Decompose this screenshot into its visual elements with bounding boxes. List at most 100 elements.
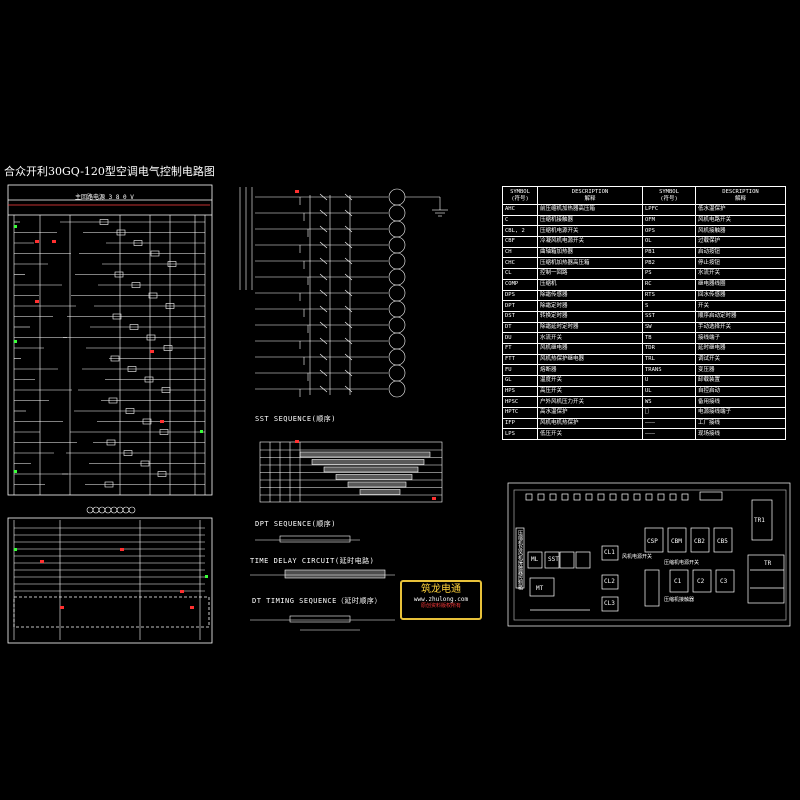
legend-symbol: AHC xyxy=(502,204,538,216)
zhulong-watermark: 筑龙电通 www.zhulong.com 原创资料版权所有 xyxy=(400,580,482,620)
legend-description-2: 备用接线 xyxy=(695,396,786,409)
legend-description: 户外风机压力开关 xyxy=(537,396,643,409)
legend-symbol-2: ⎕ xyxy=(642,407,696,419)
legend-description: 风机电机热保护 xyxy=(537,417,643,430)
legend-symbol-2: PB1 xyxy=(642,246,696,259)
legend-description-2: 自控启动 xyxy=(695,385,786,398)
dpt-sequence-title: DPT SEQUENCE(顺序) xyxy=(255,520,337,528)
legend-symbol: HPTC xyxy=(502,407,538,419)
symbol-header: SYMBOL(符号) xyxy=(502,186,538,205)
panel-box-cl1: CL1 xyxy=(604,549,615,556)
legend-description-2: 工厂接线 xyxy=(695,417,786,430)
watermark-sub: 原创资料版权所有 xyxy=(420,603,461,609)
legend-description-2: 现场接线 xyxy=(695,428,786,441)
legend-symbol-2: RTS xyxy=(642,289,696,302)
legend-symbol-2: TB xyxy=(642,332,696,344)
legend-description: 压缩机 xyxy=(537,278,643,291)
legend-description-2: 电源接线端子 xyxy=(695,407,786,419)
legend-description: 曲轴箱加热器 xyxy=(537,246,643,259)
legend-symbol-2: TRL xyxy=(642,353,696,366)
legend-symbol: DPS xyxy=(502,289,538,302)
time-delay-title: TIME DELAY CIRCUIT(延时电路) xyxy=(250,557,375,565)
legend-symbol-2: PB2 xyxy=(642,257,696,270)
legend-symbol-2: TRANS xyxy=(642,364,696,376)
legend-description-2: 风机电路开关 xyxy=(695,214,786,227)
legend-symbol-2: TDR xyxy=(642,342,696,355)
legend-description: 风机热保护继电器 xyxy=(537,353,643,366)
legend-symbol: DU xyxy=(502,332,538,344)
legend-description: 低压开关 xyxy=(537,428,643,441)
legend-symbol-2: PS xyxy=(642,268,696,280)
panel-box-c1: C1 xyxy=(674,578,682,585)
compressor-switch-label: 压缩机电源开关 xyxy=(664,560,700,566)
legend-description-2: 延时继电器 xyxy=(695,342,786,355)
legend-symbol: IFP xyxy=(502,417,538,430)
legend-description-2: 水流开关 xyxy=(695,268,786,280)
panel-box-c2: C2 xyxy=(697,578,705,585)
panel-box-tr: TR xyxy=(764,560,772,567)
legend-symbol: GL xyxy=(502,375,538,387)
legend-symbol: HPSC xyxy=(502,396,538,409)
legend-description-2: 回水传感器 xyxy=(695,289,786,302)
legend-symbol-2: UL xyxy=(642,385,696,398)
legend-description-2: 接线端子 xyxy=(695,332,786,344)
legend-description-2: 调试开关 xyxy=(695,353,786,366)
drawing-title: 合众开利30GQ-120型空调电气控制电路图 xyxy=(4,165,215,178)
fan-switch-label: 风机电源开关 xyxy=(622,554,653,560)
legend-symbol-2: SW xyxy=(642,321,696,334)
legend-description-2: 过载保护 xyxy=(695,236,786,248)
legend-symbol-2: ——— xyxy=(642,417,696,430)
panel-box-sst: SST xyxy=(548,556,559,563)
legend-description: 压缩机加热器高压箱 xyxy=(537,257,643,270)
panel-box-cbm: CBM xyxy=(671,538,682,545)
watermark-url: www.zhulong.com xyxy=(413,596,469,603)
legend-description: 温度开关 xyxy=(537,375,643,387)
legend-symbol-2: RC xyxy=(642,278,696,291)
legend-description-2: 继电器线圈 xyxy=(695,278,786,291)
legend-description: 除霜延时定时器 xyxy=(537,321,643,334)
legend-symbol-2: S xyxy=(642,300,696,312)
legend-symbol: FT xyxy=(502,342,538,355)
legend-symbol: CHC xyxy=(502,257,538,270)
legend-description-2: 开关 xyxy=(695,300,786,312)
legend-description: 除霜传感器 xyxy=(537,289,643,302)
panel-box-cb5: CB5 xyxy=(717,538,728,545)
legend-symbol: FTT xyxy=(502,353,538,366)
legend-symbol-2: ——— xyxy=(642,428,696,441)
panel-box-cl2: CL2 xyxy=(604,578,615,585)
legend-description-2: 风机接触器 xyxy=(695,225,786,238)
symbol-header-2: SYMBOL(符号) xyxy=(642,186,696,205)
legend-symbol: DST xyxy=(502,310,538,323)
panel-box-c3: C3 xyxy=(720,578,728,585)
power-label: 主回路电源 3 8 0 V xyxy=(75,194,134,201)
legend-description-2: 低水温保护 xyxy=(695,204,786,216)
legend-description: 压缩机接触器 xyxy=(537,214,643,227)
legend-description: 高压开关 xyxy=(537,385,643,398)
legend-symbol-2: U xyxy=(642,375,696,387)
legend-description: 冷凝风机电源开关 xyxy=(537,236,643,248)
panel-side-label: 压缩机及风机接触器控制箱 xyxy=(517,530,523,590)
sst-sequence-title: SST SEQUENCE(顺序) xyxy=(255,415,337,423)
legend-symbol: C xyxy=(502,214,538,227)
legend-symbol: CBL, 2 xyxy=(502,225,538,238)
legend-symbol-2: LPFC xyxy=(642,204,696,216)
legend-symbol: HPS xyxy=(502,385,538,398)
panel-box-mt: MT xyxy=(536,585,544,592)
